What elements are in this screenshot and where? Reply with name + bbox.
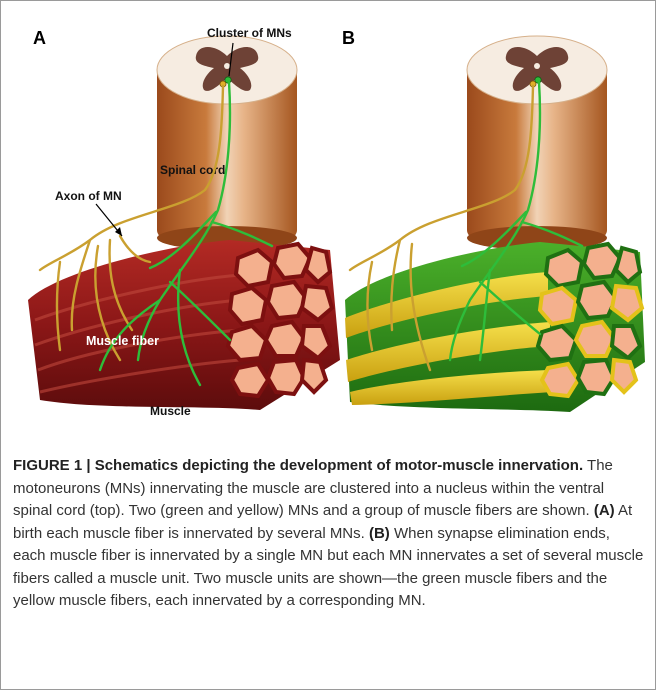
panel-b-letter: B	[342, 28, 355, 48]
caption-ref-b: (B)	[369, 525, 390, 542]
muscle-b	[345, 242, 645, 412]
axon-label: Axon of MN	[55, 189, 122, 203]
caption-ref-a: (A)	[594, 502, 615, 519]
figure-caption: FIGURE 1 | Schematics depicting the deve…	[13, 455, 645, 613]
panel-a-letter: A	[33, 28, 46, 48]
muscle-label: Muscle	[150, 404, 191, 418]
muscle-fiber-label: Muscle fiber	[86, 334, 159, 348]
spinal-cord-a	[157, 36, 297, 250]
figure-illustration: A Cluster of MNs Spinal cord	[0, 0, 659, 440]
spinal-cord-b	[467, 36, 607, 250]
caption-title: FIGURE 1 | Schematics depicting the deve…	[13, 457, 583, 474]
cluster-label: Cluster of MNs	[207, 26, 292, 40]
